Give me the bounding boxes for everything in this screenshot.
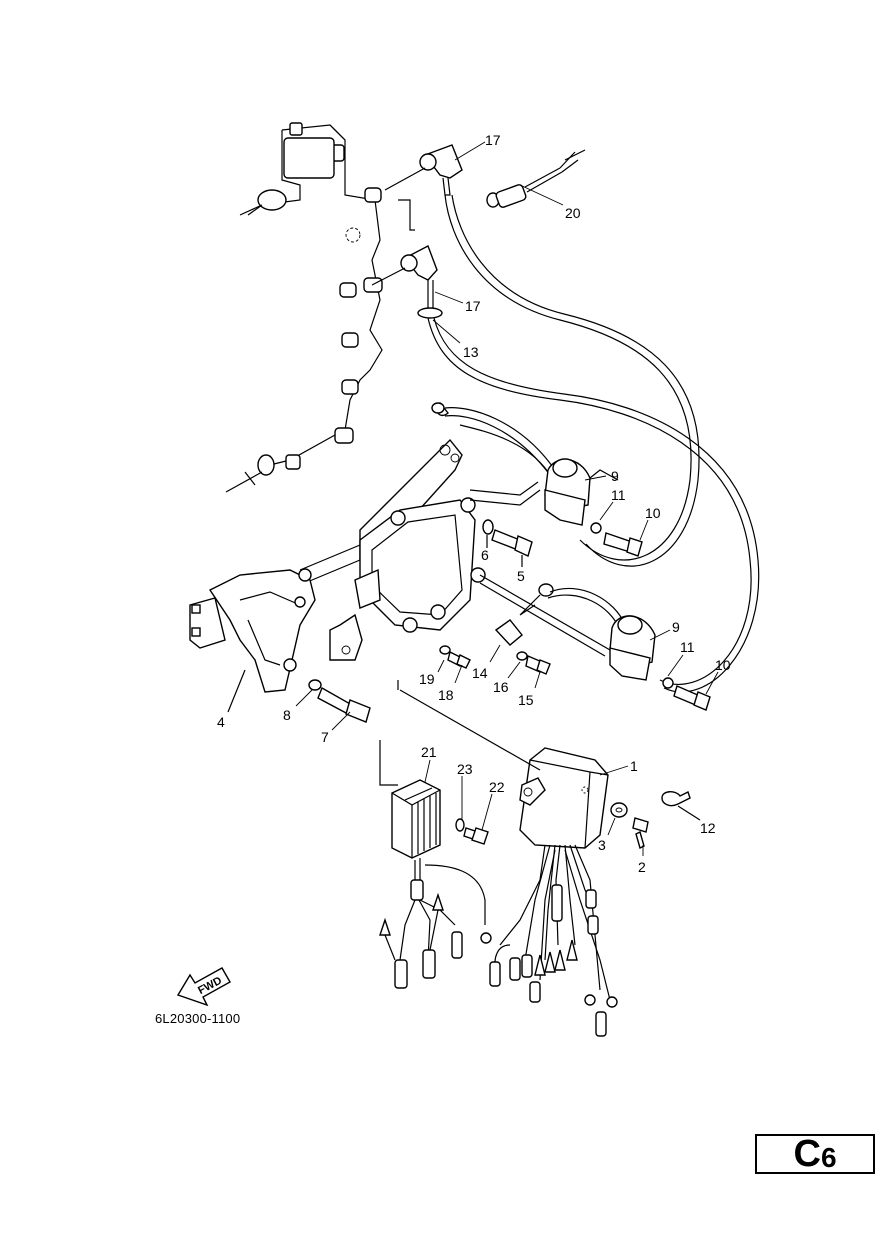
engine-block-outline xyxy=(225,122,383,493)
callout-12: 12 xyxy=(700,820,716,836)
callout-16: 16 xyxy=(493,679,509,695)
callout-9-upper: 9 xyxy=(611,468,619,484)
callout-19: 19 xyxy=(419,671,435,687)
callout-8: 8 xyxy=(283,707,291,723)
plug-cap-upper xyxy=(384,144,463,196)
wire-clamp-12 xyxy=(661,791,701,821)
callout-9-lower: 9 xyxy=(672,619,680,635)
callout-11-upper: 11 xyxy=(611,487,626,503)
callout-14: 14 xyxy=(472,665,488,681)
plug-cap-lower xyxy=(371,245,443,319)
section-letter: C xyxy=(793,1133,821,1175)
engine-mount-4 xyxy=(189,568,316,713)
callout-1: 1 xyxy=(630,758,638,774)
callout-23: 23 xyxy=(457,761,473,777)
callout-10-lower: 10 xyxy=(715,657,731,673)
callout-2: 2 xyxy=(638,859,646,875)
hardware-lower-coil xyxy=(439,619,711,711)
callout-20: 20 xyxy=(565,205,581,221)
mounting-bracket xyxy=(299,438,486,661)
mount-bolt-7 xyxy=(308,679,371,723)
callout-4: 4 xyxy=(217,714,225,730)
callout-7: 7 xyxy=(321,729,329,745)
ignition-coil-lower xyxy=(479,574,656,681)
cdi-unit-1 xyxy=(397,680,609,849)
callout-22: 22 xyxy=(489,779,505,795)
callout-15: 15 xyxy=(518,692,534,708)
callout-labels: 17 20 17 13 9 11 10 6 5 9 11 10 19 18 14… xyxy=(217,132,731,875)
connector-lead-20 xyxy=(398,149,586,231)
callout-18: 18 xyxy=(438,687,454,703)
callout-17-lower: 17 xyxy=(465,298,481,314)
ignition-coil-upper xyxy=(431,401,619,526)
callout-6: 6 xyxy=(481,547,489,563)
regulator-hardware xyxy=(455,818,489,845)
callout-11-lower: 11 xyxy=(680,639,695,655)
callout-5: 5 xyxy=(517,568,525,584)
rectifier-regulator-21 xyxy=(379,740,492,989)
callout-17-upper: 17 xyxy=(485,132,501,148)
fwd-arrow-icon: FWD xyxy=(176,967,231,1007)
callout-3: 3 xyxy=(598,837,606,853)
section-number: 6 xyxy=(820,1142,837,1173)
cdi-wire-harness xyxy=(489,844,618,1037)
section-badge: C 6 xyxy=(755,1134,875,1174)
leader-lines xyxy=(295,141,719,856)
callout-13: 13 xyxy=(463,344,479,360)
cdi-hardware xyxy=(610,802,649,850)
diagram-reference-code: 6L20300-1100 xyxy=(155,1011,241,1026)
hardware-upper-coil xyxy=(482,519,643,567)
high-tension-wires xyxy=(427,194,760,693)
callout-21: 21 xyxy=(421,744,437,760)
callout-10-upper: 10 xyxy=(645,505,661,521)
